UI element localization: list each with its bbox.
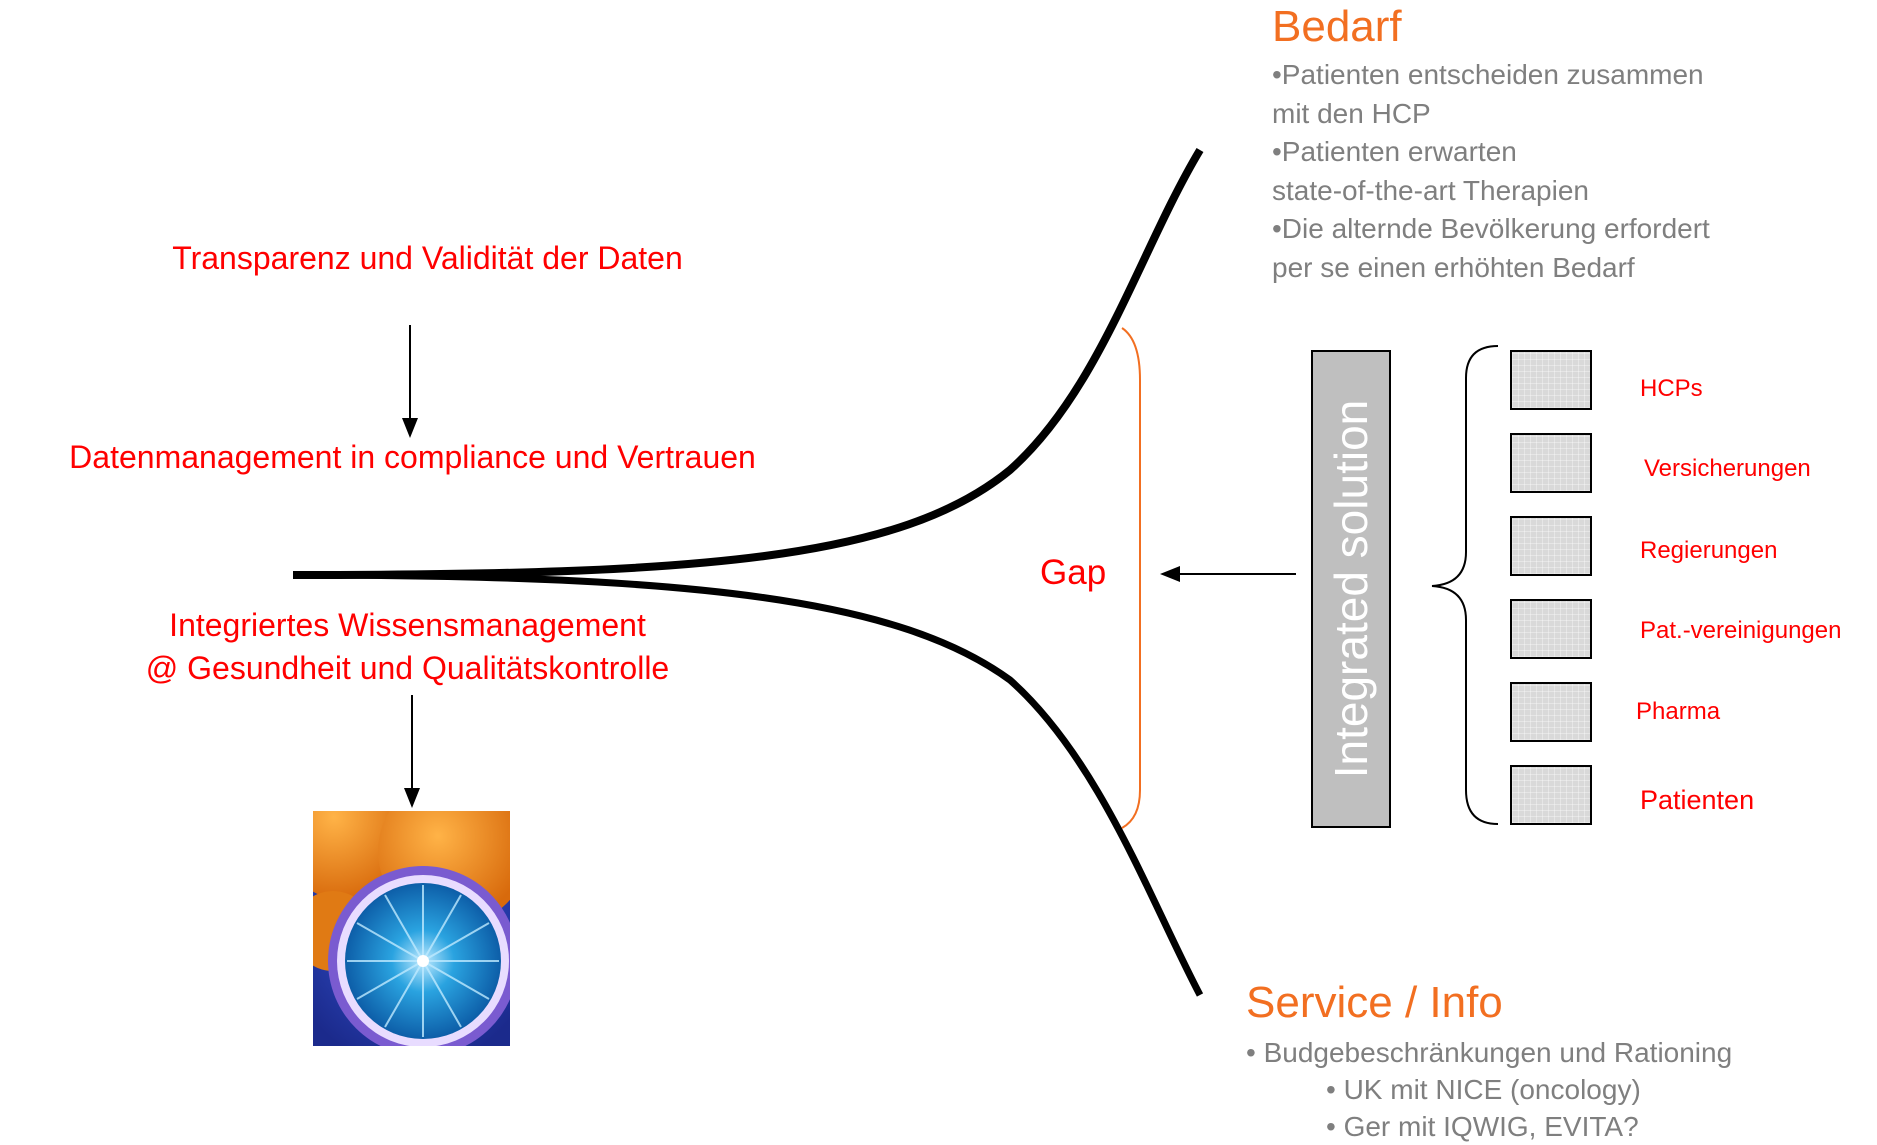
blue-orange-image xyxy=(313,811,510,1046)
datamanagement-label: Datenmanagement in compliance und Vertra… xyxy=(69,439,756,475)
service-line-3: • Ger mit IQWIG, EVITA? xyxy=(1326,1111,1639,1142)
bedarf-body: •Patienten entscheiden zusammen mit den … xyxy=(1272,56,1710,287)
gap-label: Gap xyxy=(1040,553,1107,592)
stakeholder-label-patienten: Patienten xyxy=(1640,785,1755,815)
stakeholder-box-versicherungen xyxy=(1510,433,1592,493)
stakeholder-box-pharma xyxy=(1510,682,1592,742)
stakeholder-label-regierungen: Regierungen xyxy=(1640,537,1778,564)
integrated-solution-label: Integrated solution xyxy=(1325,399,1377,779)
stakeholder-box-pat-vereinigungen xyxy=(1510,599,1592,659)
stakeholder-brace xyxy=(1431,345,1499,825)
stakeholder-label-versicherungen: Versicherungen xyxy=(1644,455,1811,482)
bedarf-title: Bedarf xyxy=(1272,2,1402,51)
transparency-label: Transparenz und Validität der Daten xyxy=(172,240,683,276)
stakeholder-label-pharma: Pharma xyxy=(1636,698,1721,725)
stakeholder-label-hcps: HCPs xyxy=(1640,375,1703,402)
service-line-2: • UK mit NICE (oncology) xyxy=(1326,1074,1641,1105)
knowledge-label-line2: @ Gesundheit und Qualitätskontrolle xyxy=(145,650,670,686)
stakeholder-box-hcps xyxy=(1510,350,1592,410)
knowledge-label-line1: Integriertes Wissensmanagement xyxy=(169,607,646,643)
bedarf-line: •Patienten erwarten xyxy=(1272,136,1517,167)
stakeholder-box-regierungen xyxy=(1510,516,1592,576)
bedarf-line: mit den HCP xyxy=(1272,97,1431,129)
bedarf-line: •Die alternde Bevölkerung erfordert xyxy=(1272,213,1710,244)
gap-brace xyxy=(1121,327,1141,829)
service-title: Service / Info xyxy=(1246,978,1503,1027)
bedarf-line: per se einen erhöhten Bedarf xyxy=(1272,251,1635,283)
funnel-upper-curve xyxy=(292,147,1204,579)
funnel-lower-curve xyxy=(292,571,1204,997)
stakeholder-label-pat-vereinigungen: Pat.-vereinigungen xyxy=(1640,617,1842,644)
stakeholder-box-patienten xyxy=(1510,765,1592,825)
service-line-1: • Budgebeschränkungen und Rationing xyxy=(1246,1037,1733,1068)
bedarf-line: •Patienten entscheiden zusammen xyxy=(1272,59,1704,90)
bedarf-line: state-of-the-art Therapien xyxy=(1272,174,1589,206)
integrated-solution-bar: Integrated solution xyxy=(1311,350,1391,828)
